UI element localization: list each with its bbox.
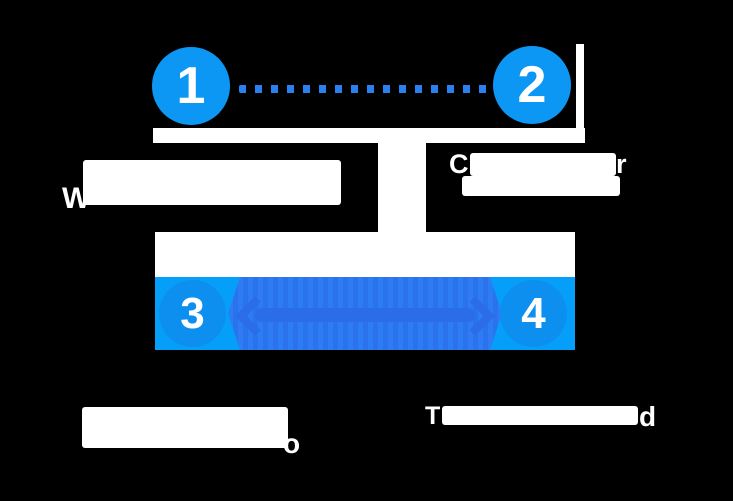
left-label-text-block <box>83 160 341 205</box>
right-label-last-letter: r <box>616 149 627 179</box>
bottom-right-last-letter: d <box>639 401 657 432</box>
step-2-number: 2 <box>517 56 547 114</box>
steps-3-4-band: 3 4 <box>155 277 575 350</box>
step-1-number: 1 <box>176 57 206 115</box>
step-3-number: 3 <box>180 288 205 338</box>
double-arrow-icon <box>235 296 495 336</box>
right-label-text-line-1 <box>470 153 616 176</box>
card-top-band <box>155 232 575 277</box>
step-3-badge: 3 <box>159 280 226 347</box>
dotted-connector-line <box>239 85 491 93</box>
left-label-fragment: W <box>62 182 91 215</box>
right-label-text-line-2 <box>462 176 620 196</box>
right-label-first-letter: C <box>449 149 469 179</box>
panel-right-edge <box>576 44 584 130</box>
arrow-shaft <box>255 308 475 322</box>
step-1-badge: 1 <box>152 47 230 125</box>
connector-strip <box>378 143 426 233</box>
bottom-left-caption-block <box>82 407 288 448</box>
step-4-number: 4 <box>521 288 546 338</box>
bottom-right-caption-block <box>442 406 638 425</box>
bottom-right-first-letter: T <box>425 402 441 430</box>
bottom-left-last-letter: o <box>283 428 301 459</box>
arrow-right-chevron <box>455 296 495 336</box>
step-2-badge: 2 <box>493 46 571 124</box>
panel-bottom-bar <box>153 128 585 143</box>
step-4-badge: 4 <box>500 280 567 347</box>
